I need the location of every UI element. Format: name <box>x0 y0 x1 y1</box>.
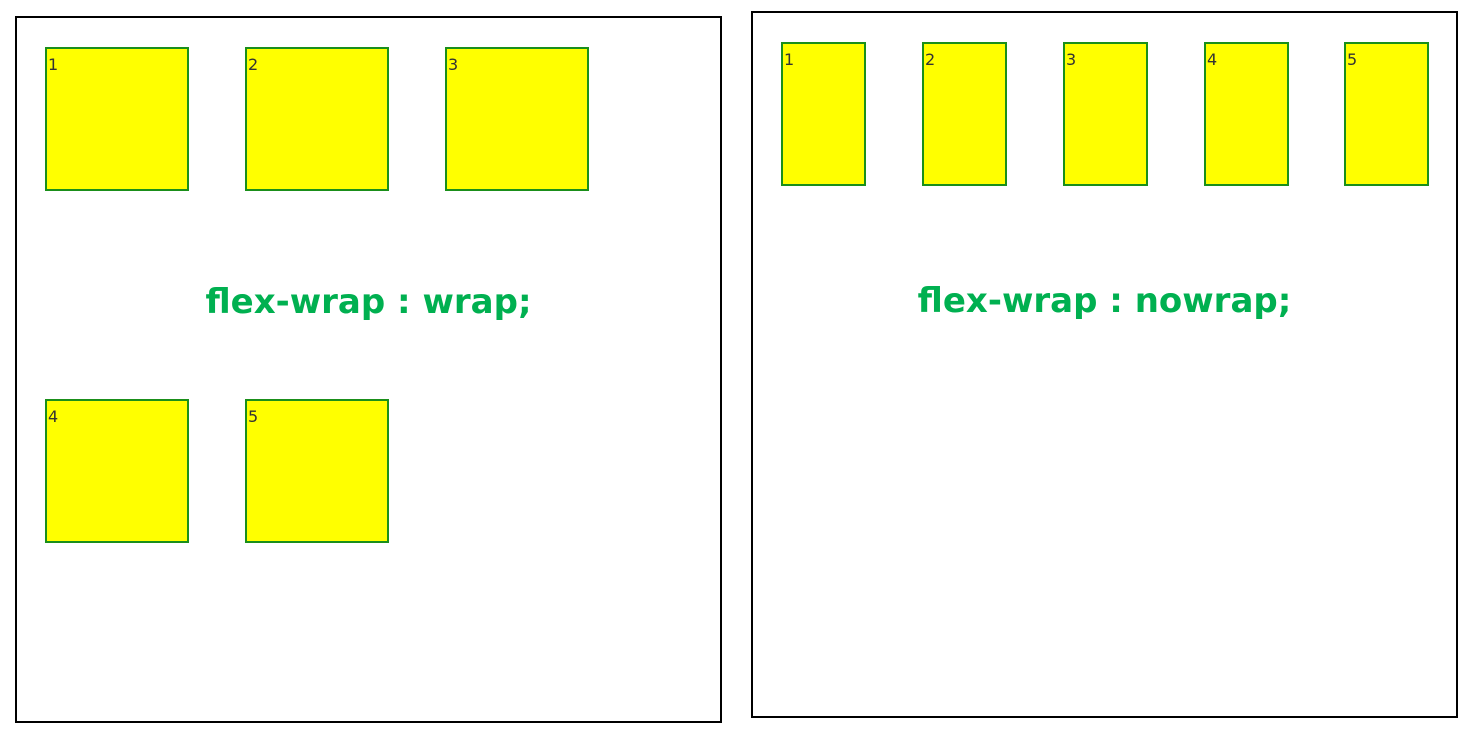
nowrap-flex-item: 2 <box>922 42 1007 186</box>
item-number: 2 <box>248 55 259 74</box>
nowrap-caption: flex-wrap : nowrap; <box>917 281 1292 321</box>
wrap-flex-item: 1 <box>45 47 189 191</box>
item-number: 4 <box>48 407 59 426</box>
wrap-caption: flex-wrap : wrap; <box>205 282 532 322</box>
item-number: 5 <box>1347 50 1358 69</box>
item-number: 2 <box>925 50 936 69</box>
wrap-flex-item: 5 <box>245 399 389 543</box>
nowrap-flex-item: 3 <box>1063 42 1148 186</box>
wrap-flex-item: 3 <box>445 47 589 191</box>
nowrap-flex-item: 1 <box>781 42 866 186</box>
wrap-flex-item: 2 <box>245 47 389 191</box>
item-number: 1 <box>48 55 59 74</box>
item-number: 5 <box>248 407 259 426</box>
item-number: 1 <box>784 50 795 69</box>
item-number: 3 <box>448 55 459 74</box>
wrap-flex-item: 4 <box>45 399 189 543</box>
flex-nowrap-demo-panel: 1 2 3 4 5 flex-wrap : nowrap; <box>751 11 1458 718</box>
item-number: 4 <box>1207 50 1218 69</box>
flex-wrap-demo-panel: 1 2 3 flex-wrap : wrap; 4 5 <box>15 16 722 723</box>
nowrap-flex-item: 4 <box>1204 42 1289 186</box>
nowrap-flex-item: 5 <box>1344 42 1429 186</box>
item-number: 3 <box>1066 50 1077 69</box>
